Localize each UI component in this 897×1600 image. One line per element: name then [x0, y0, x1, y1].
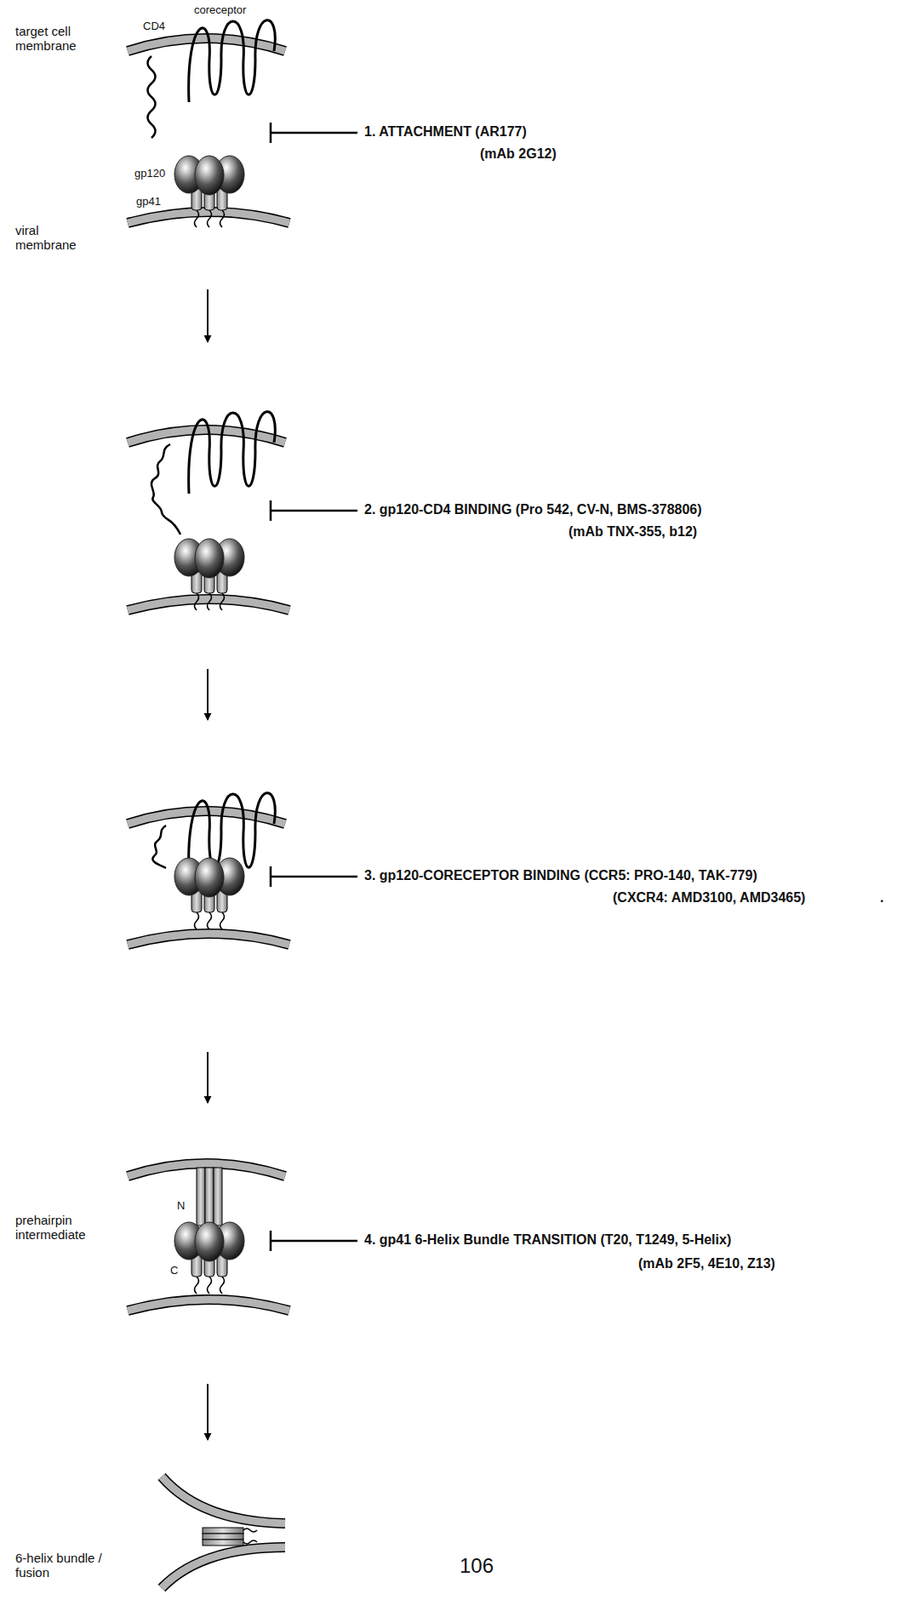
- cd4-molecule: [152, 825, 166, 869]
- inhibitor-label: (CXCR4: AMD3100, AMD3465): [612, 890, 806, 906]
- inhibition-bar: [270, 122, 358, 143]
- inhibition-bar: [270, 500, 358, 521]
- step-label: 2. gp120-CD4 BINDING (Pro 542, CV-N, BMS…: [364, 502, 703, 518]
- six-helix-bundle: [202, 1527, 258, 1546]
- inhibitor-label: (mAb 2G12): [479, 146, 557, 162]
- cell-membrane: [127, 811, 286, 824]
- gp41-n-helices: [196, 1167, 223, 1226]
- stage-cd4-binding: [127, 411, 358, 611]
- step-label: 3. gp120-CORECEPTOR BINDING (CCR5: PRO-1…: [364, 868, 758, 884]
- env-trimer: [174, 857, 245, 930]
- part-label: CD4: [142, 20, 166, 34]
- step-arrow: [206, 1383, 209, 1440]
- stage-coreceptor-binding: [127, 793, 358, 945]
- part-label: N: [177, 1199, 185, 1213]
- stray-mark: .: [879, 890, 884, 906]
- side-label: prehairpin intermediate: [15, 1212, 111, 1243]
- page-number: 106: [459, 1554, 494, 1578]
- inhibition-bar: [270, 866, 358, 887]
- coreceptor-helix: [188, 20, 276, 103]
- part-label: gp41: [136, 195, 161, 209]
- inhibitor-label: (mAb TNX-355, b12): [568, 524, 698, 540]
- step-label: 4. gp41 6-Helix Bundle TRANSITION (T20, …: [364, 1232, 732, 1248]
- cd4-molecule: [148, 56, 156, 138]
- env-trimer: [174, 155, 245, 228]
- env-trimer: [174, 1222, 245, 1294]
- cell-membrane: [127, 38, 286, 52]
- inhibition-bar: [270, 1230, 358, 1252]
- part-label: gp120: [134, 167, 166, 181]
- inhibitor-label: (mAb 2F5, 4E10, Z13): [638, 1256, 776, 1272]
- part-label: C: [170, 1264, 178, 1278]
- stage-attachment: [127, 20, 358, 228]
- step-arrow: [206, 1051, 209, 1103]
- cd4-molecule: [151, 444, 181, 535]
- side-label: 6-helix bundle / fusion: [15, 1550, 123, 1581]
- side-label: target cell membrane: [15, 23, 111, 54]
- step-arrow: [206, 668, 209, 720]
- viral-membrane: [127, 211, 290, 223]
- cell-membrane: [127, 429, 286, 443]
- viral-membrane: [127, 933, 290, 945]
- step-label: 1. ATTACHMENT (AR177): [364, 124, 527, 140]
- stage-prehairpin: [127, 1163, 358, 1311]
- coreceptor-helix: [188, 411, 276, 494]
- side-label: viral membrane: [15, 222, 92, 253]
- part-label: coreceptor: [194, 4, 246, 18]
- viral-membrane: [127, 1299, 290, 1311]
- step-arrow: [206, 289, 209, 343]
- stage-fusion: [161, 1476, 286, 1589]
- env-trimer: [174, 538, 245, 611]
